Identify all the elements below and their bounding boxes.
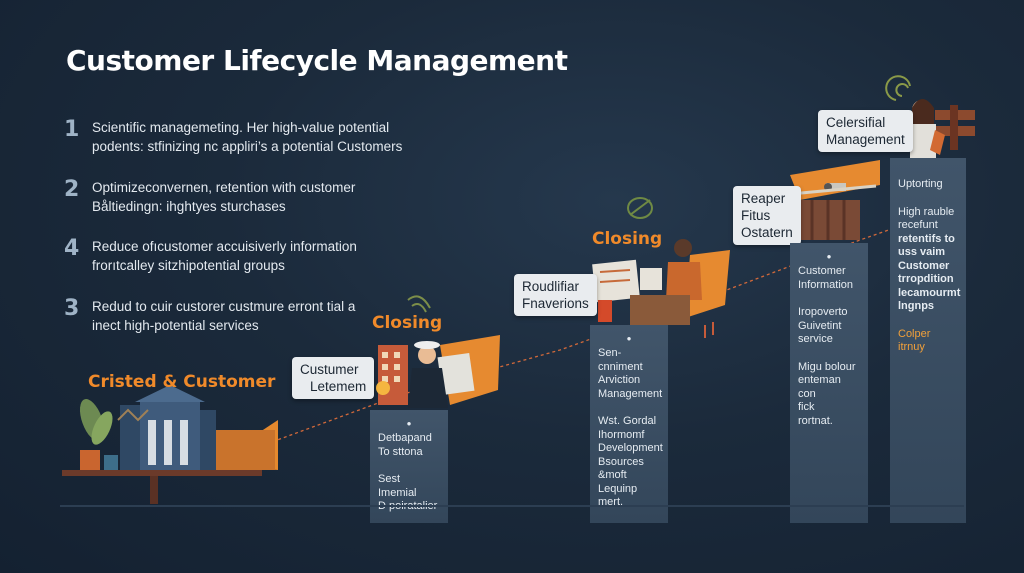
list-item: 2 Optimizeconvernen, retention with cust… [64,178,444,216]
page-title: Customer Lifecycle Management [66,44,568,77]
stage-label-closing: Closing [372,313,443,333]
point-number: 1 [64,117,80,142]
callout-management: Celersifial Management [818,110,913,152]
pillar-text: To sttona [378,445,423,458]
point-text: frorıtcalley sitzhipotential groups [92,258,285,273]
point-number: 2 [64,177,80,202]
callout-line: Custumer [300,362,359,377]
callout-line: Roudlifiar [522,279,580,294]
pillar-text: lecamourmt [898,286,961,299]
stage3-scene [592,197,730,338]
stage2-scene [376,295,500,408]
pillar-text: Wst. Gordal [598,415,657,427]
pillar-text: Guivetint [798,319,842,332]
pillar-stage-2: ● Detbapand To sttona Sest Imemial D poi… [370,410,448,523]
pillar-text: Management [598,387,663,400]
callout-line: Fnaverions [522,296,589,311]
pillar-text: Information [798,278,854,291]
list-item: 4 Reduce ofıcustomer accuisiverly inform… [64,237,444,275]
callout-line: Ostatern [741,225,793,240]
pillar-stage-4: ● Customer Information Iropoverto Guivet… [790,243,868,523]
point-text: podents: stfinizing nc appliri’s a poten… [92,139,403,154]
pillar-text: Customer [898,259,950,272]
point-number: 3 [64,296,80,321]
point-text: Båltiedingn: ihghtyes sturchases [92,199,286,214]
pillar-text: &moft [598,469,627,481]
pillar-stage-3: ● Sen-cnniment Arviction Management Wst.… [590,325,668,523]
callout-roudlifiar: Roudlifiar Fnaverions [514,274,597,316]
stage1-scene [62,385,278,504]
pillar-text: trropdition [898,273,954,285]
callout-line: Management [826,132,905,147]
point-text: Reduce ofıcustomer accuisiverly informat… [92,239,357,254]
callout-line: Reaper [741,191,786,206]
callout-line: Letemem [310,379,367,394]
stage-label-acquire: Cristed & Customer [88,372,276,392]
point-text: inect high-potential services [92,318,259,333]
stage-label-closing-2: Closing [592,229,663,249]
list-item: 1 Scientific managemeting. Her high-valu… [64,118,444,156]
pillar-text: retentifs to [898,232,955,245]
pillar-text: Development [598,442,663,454]
callout-line: Fitus [741,208,771,223]
ground-line [60,505,964,507]
pillar-text: rortnat. [798,414,833,427]
pillar-text: High rauble [898,205,955,218]
pillar-stage-5: Uptorting High rauble recefunt retentifs… [890,158,966,523]
pillar-text: service [798,333,833,345]
pillar-text: Bsources [598,455,644,468]
pillar-text: lngnps [898,300,935,312]
callout-line: Celersifial [826,115,886,130]
pillar-text: Sen-cnniment [598,347,643,373]
point-text: Scientific managemeting. Her high-value … [92,120,390,135]
point-number: 4 [64,236,80,261]
point-text: Optimizeconvernen, retention with custom… [92,180,356,195]
pillar-text: Customer [798,265,846,277]
pillar-text: Uptorting [898,178,943,190]
callout-customer: Custumer Letemem [292,357,375,399]
list-item: 3 Redud to cuir custorer custmure erront… [64,297,444,335]
pillar-text: Migu bolour [798,360,856,373]
pillar-text: Sest Imemial [378,473,417,499]
pillar-text: fick [798,401,815,413]
pillar-text: Colper itrnuy [898,327,931,354]
pillar-text: enteman con [798,374,841,400]
pillar-text: Arviction [598,374,641,386]
stage5-scene [885,75,975,158]
pillar-text: recefunt [898,219,938,231]
pillar-text: Detbapand [378,432,432,444]
pillar-text: uss vaim [898,246,946,258]
pillar-text: Ihormomf [598,428,645,441]
callout-reaper: Reaper Fitus Ostatern [733,186,801,245]
trend-line [249,204,961,451]
pillar-text: Iropoverto [798,306,848,318]
point-text: Redud to cuir custorer custmure erront t… [92,299,356,314]
